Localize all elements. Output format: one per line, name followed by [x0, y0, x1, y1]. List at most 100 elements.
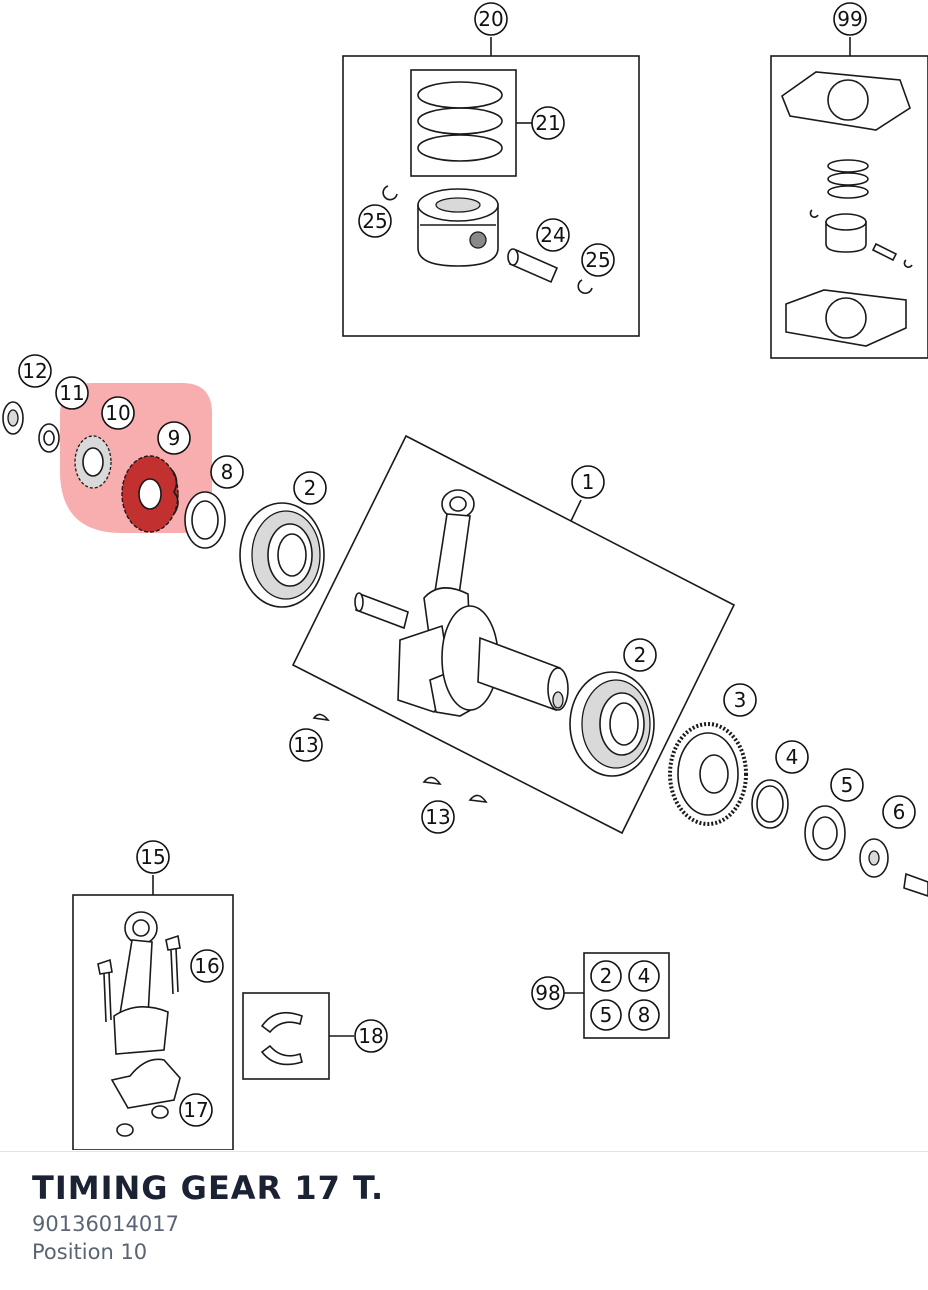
- callout-17[interactable]: 17: [179, 1093, 213, 1127]
- callout-label: 8: [221, 460, 234, 484]
- callout-9[interactable]: 9: [157, 421, 191, 455]
- callout-12[interactable]: 12: [18, 354, 52, 388]
- bearing-shells-box[interactable]: [242, 992, 354, 1080]
- callout-label: 2: [600, 964, 613, 988]
- callout-6[interactable]: 6: [882, 795, 916, 829]
- callout-label: 13: [293, 733, 318, 757]
- piston-pin[interactable]: [507, 248, 559, 284]
- callout-4[interactable]: 4: [628, 960, 660, 992]
- callout-label: 13: [425, 805, 450, 829]
- callout-label: 8: [638, 1003, 651, 1027]
- callout-circle: [590, 960, 622, 992]
- callout-circle: [101, 396, 135, 430]
- timing-gear-17t[interactable]: [74, 435, 112, 489]
- callout-2[interactable]: 2: [623, 638, 657, 672]
- callout-3[interactable]: 3: [723, 683, 757, 717]
- main-bearing-right[interactable]: [569, 671, 655, 777]
- callout-2[interactable]: 2: [293, 471, 327, 505]
- callout-label: 17: [183, 1098, 208, 1122]
- circlip[interactable]: [382, 185, 398, 201]
- callout-label: 4: [786, 745, 799, 769]
- callout-circle: [531, 106, 565, 140]
- callout-20[interactable]: 20: [474, 2, 508, 36]
- cylinder-base-gasket[interactable]: [785, 289, 907, 347]
- callout-label: 16: [194, 954, 219, 978]
- spacer-ring[interactable]: [751, 779, 789, 829]
- callout-circle: [628, 999, 660, 1031]
- piston[interactable]: [417, 188, 499, 267]
- callout-8[interactable]: 8: [628, 999, 660, 1031]
- circlip[interactable]: [577, 279, 593, 294]
- rod-cap[interactable]: [110, 1058, 181, 1109]
- callout-10[interactable]: 10: [101, 396, 135, 430]
- callout-circle: [775, 740, 809, 774]
- callout-circle: [358, 204, 392, 238]
- main-bearing-left[interactable]: [239, 502, 325, 608]
- callout-13[interactable]: 13: [289, 728, 323, 762]
- callout-label: 11: [59, 381, 84, 405]
- woodruff-key[interactable]: [312, 713, 330, 722]
- crankshaft-assembly-box[interactable]: [291, 434, 736, 835]
- divider: [0, 1151, 928, 1152]
- callout-label: 5: [600, 1003, 613, 1027]
- kit-piston[interactable]: [825, 213, 867, 253]
- bearing-set-box[interactable]: [564, 952, 670, 1039]
- washer[interactable]: [38, 423, 60, 453]
- callout-13[interactable]: 13: [421, 800, 455, 834]
- callout-5[interactable]: 5: [590, 999, 622, 1031]
- crankshaft[interactable]: [354, 592, 569, 717]
- callout-11[interactable]: 11: [55, 376, 89, 410]
- callout-circle: [55, 376, 89, 410]
- callout-circle: [293, 471, 327, 505]
- shaft-end[interactable]: [903, 872, 928, 897]
- shaft-seal[interactable]: [184, 491, 226, 549]
- callout-label: 20: [478, 7, 503, 31]
- kit-piston-rings[interactable]: [827, 159, 869, 199]
- nut[interactable]: [2, 401, 24, 435]
- part-name: TIMING GEAR 17 T.: [32, 1169, 385, 1207]
- callout-98[interactable]: 98: [531, 976, 565, 1010]
- callout-25[interactable]: 25: [581, 243, 615, 277]
- callout-circle: [179, 1093, 213, 1127]
- callout-circle: [830, 768, 864, 802]
- callout-label: 9: [168, 426, 181, 450]
- part-info-panel: TIMING GEAR 17 T. 90136014017 Position 1…: [32, 1166, 384, 1266]
- woodruff-key[interactable]: [468, 794, 488, 804]
- castellated-nut[interactable]: [804, 805, 846, 861]
- callout-15[interactable]: 15: [136, 840, 170, 874]
- crankshaft-gear[interactable]: [121, 455, 179, 533]
- top-end-kit-box[interactable]: [770, 37, 928, 359]
- callout-circle: [354, 1019, 388, 1053]
- rod-nut[interactable]: [151, 1105, 169, 1119]
- cylinder-head-gasket[interactable]: [781, 71, 911, 131]
- callout-24[interactable]: 24: [536, 218, 570, 252]
- piston-assembly-box[interactable]: [342, 37, 640, 337]
- callout-circle: [421, 800, 455, 834]
- piston-rings[interactable]: [417, 81, 503, 162]
- callout-5[interactable]: 5: [830, 768, 864, 802]
- callout-circle: [571, 465, 605, 499]
- callout-1[interactable]: 1: [571, 465, 605, 499]
- callout-2[interactable]: 2: [590, 960, 622, 992]
- part-number: 90136014017: [32, 1212, 179, 1236]
- callout-label: 3: [734, 688, 747, 712]
- callout-99[interactable]: 99: [833, 2, 867, 36]
- callout-circle: [536, 218, 570, 252]
- callout-4[interactable]: 4: [775, 740, 809, 774]
- callout-18[interactable]: 18: [354, 1019, 388, 1053]
- lock-washer[interactable]: [859, 838, 889, 878]
- connecting-rod-kit-box[interactable]: [72, 875, 234, 1150]
- primary-drive-gear[interactable]: [668, 722, 748, 826]
- rod-nut[interactable]: [116, 1123, 134, 1137]
- rod-bolt[interactable]: [97, 958, 113, 1023]
- woodruff-key[interactable]: [422, 776, 442, 786]
- callout-label: 24: [540, 223, 565, 247]
- callout-label: 2: [634, 643, 647, 667]
- callout-circle: [882, 795, 916, 829]
- callout-25[interactable]: 25: [358, 204, 392, 238]
- kit-connecting-rod[interactable]: [113, 911, 169, 1055]
- callout-16[interactable]: 16: [190, 949, 224, 983]
- callout-21[interactable]: 21: [531, 106, 565, 140]
- callout-8[interactable]: 8: [210, 455, 244, 489]
- rod-bolt[interactable]: [165, 934, 181, 995]
